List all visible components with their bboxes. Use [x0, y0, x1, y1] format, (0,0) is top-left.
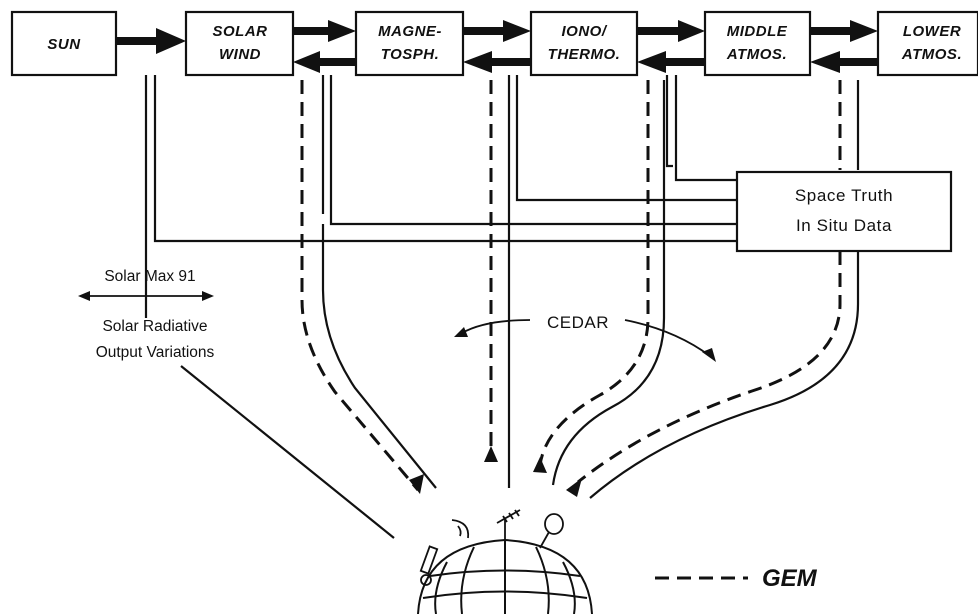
box-iono-thermo-line2: THERMO.	[548, 46, 621, 63]
cedar-label: CEDAR	[547, 313, 609, 332]
box-middle-atmos: MIDDLE ATMOS.	[705, 12, 810, 75]
box-sun-label: SUN	[47, 36, 81, 53]
solar-radiative-line2: Output Variations	[96, 344, 215, 361]
box-solar-wind-line2: WIND	[219, 46, 261, 63]
space-truth-box: Space Truth In Situ Data	[737, 172, 951, 251]
box-solar-wind: SOLAR WIND	[186, 12, 293, 75]
space-truth-line2: In Situ Data	[796, 216, 892, 235]
legend-gem-label: GEM	[762, 565, 818, 592]
box-lower-atmos-line2: ATMOS.	[901, 46, 962, 63]
telescope-icon	[421, 546, 437, 585]
magnetosphere-channel	[484, 80, 509, 488]
space-truth-line1: Space Truth	[795, 186, 893, 205]
box-solar-wind-line1: SOLAR	[213, 23, 268, 40]
iono-thermo-channel	[533, 80, 664, 485]
box-middle-atmos-line1: MIDDLE	[727, 23, 788, 40]
box-magnetosphere-line1: MAGNE-	[378, 23, 442, 40]
balloon-icon	[540, 514, 563, 548]
earth-globe-icon	[418, 540, 592, 614]
solar-max-label: Solar Max 91	[104, 268, 195, 285]
legend: GEM	[655, 565, 818, 592]
box-lower-atmos: LOWER ATMOS.	[878, 12, 978, 75]
box-lower-atmos-line1: LOWER	[903, 23, 961, 40]
box-iono-thermo-line1: IONO/	[561, 23, 607, 40]
solar-radiative-line1: Solar Radiative	[102, 318, 207, 335]
box-magnetosphere-line2: TOSPH.	[381, 46, 440, 63]
lower-atmos-channel	[566, 80, 858, 498]
box-sun: SUN	[12, 12, 116, 75]
box-iono-thermo: IONO/ THERMO.	[531, 12, 637, 75]
radar-dish-icon	[452, 520, 468, 538]
box-middle-atmos-line2: ATMOS.	[726, 46, 787, 63]
box-magnetosphere: MAGNE- TOSPH.	[356, 12, 463, 75]
